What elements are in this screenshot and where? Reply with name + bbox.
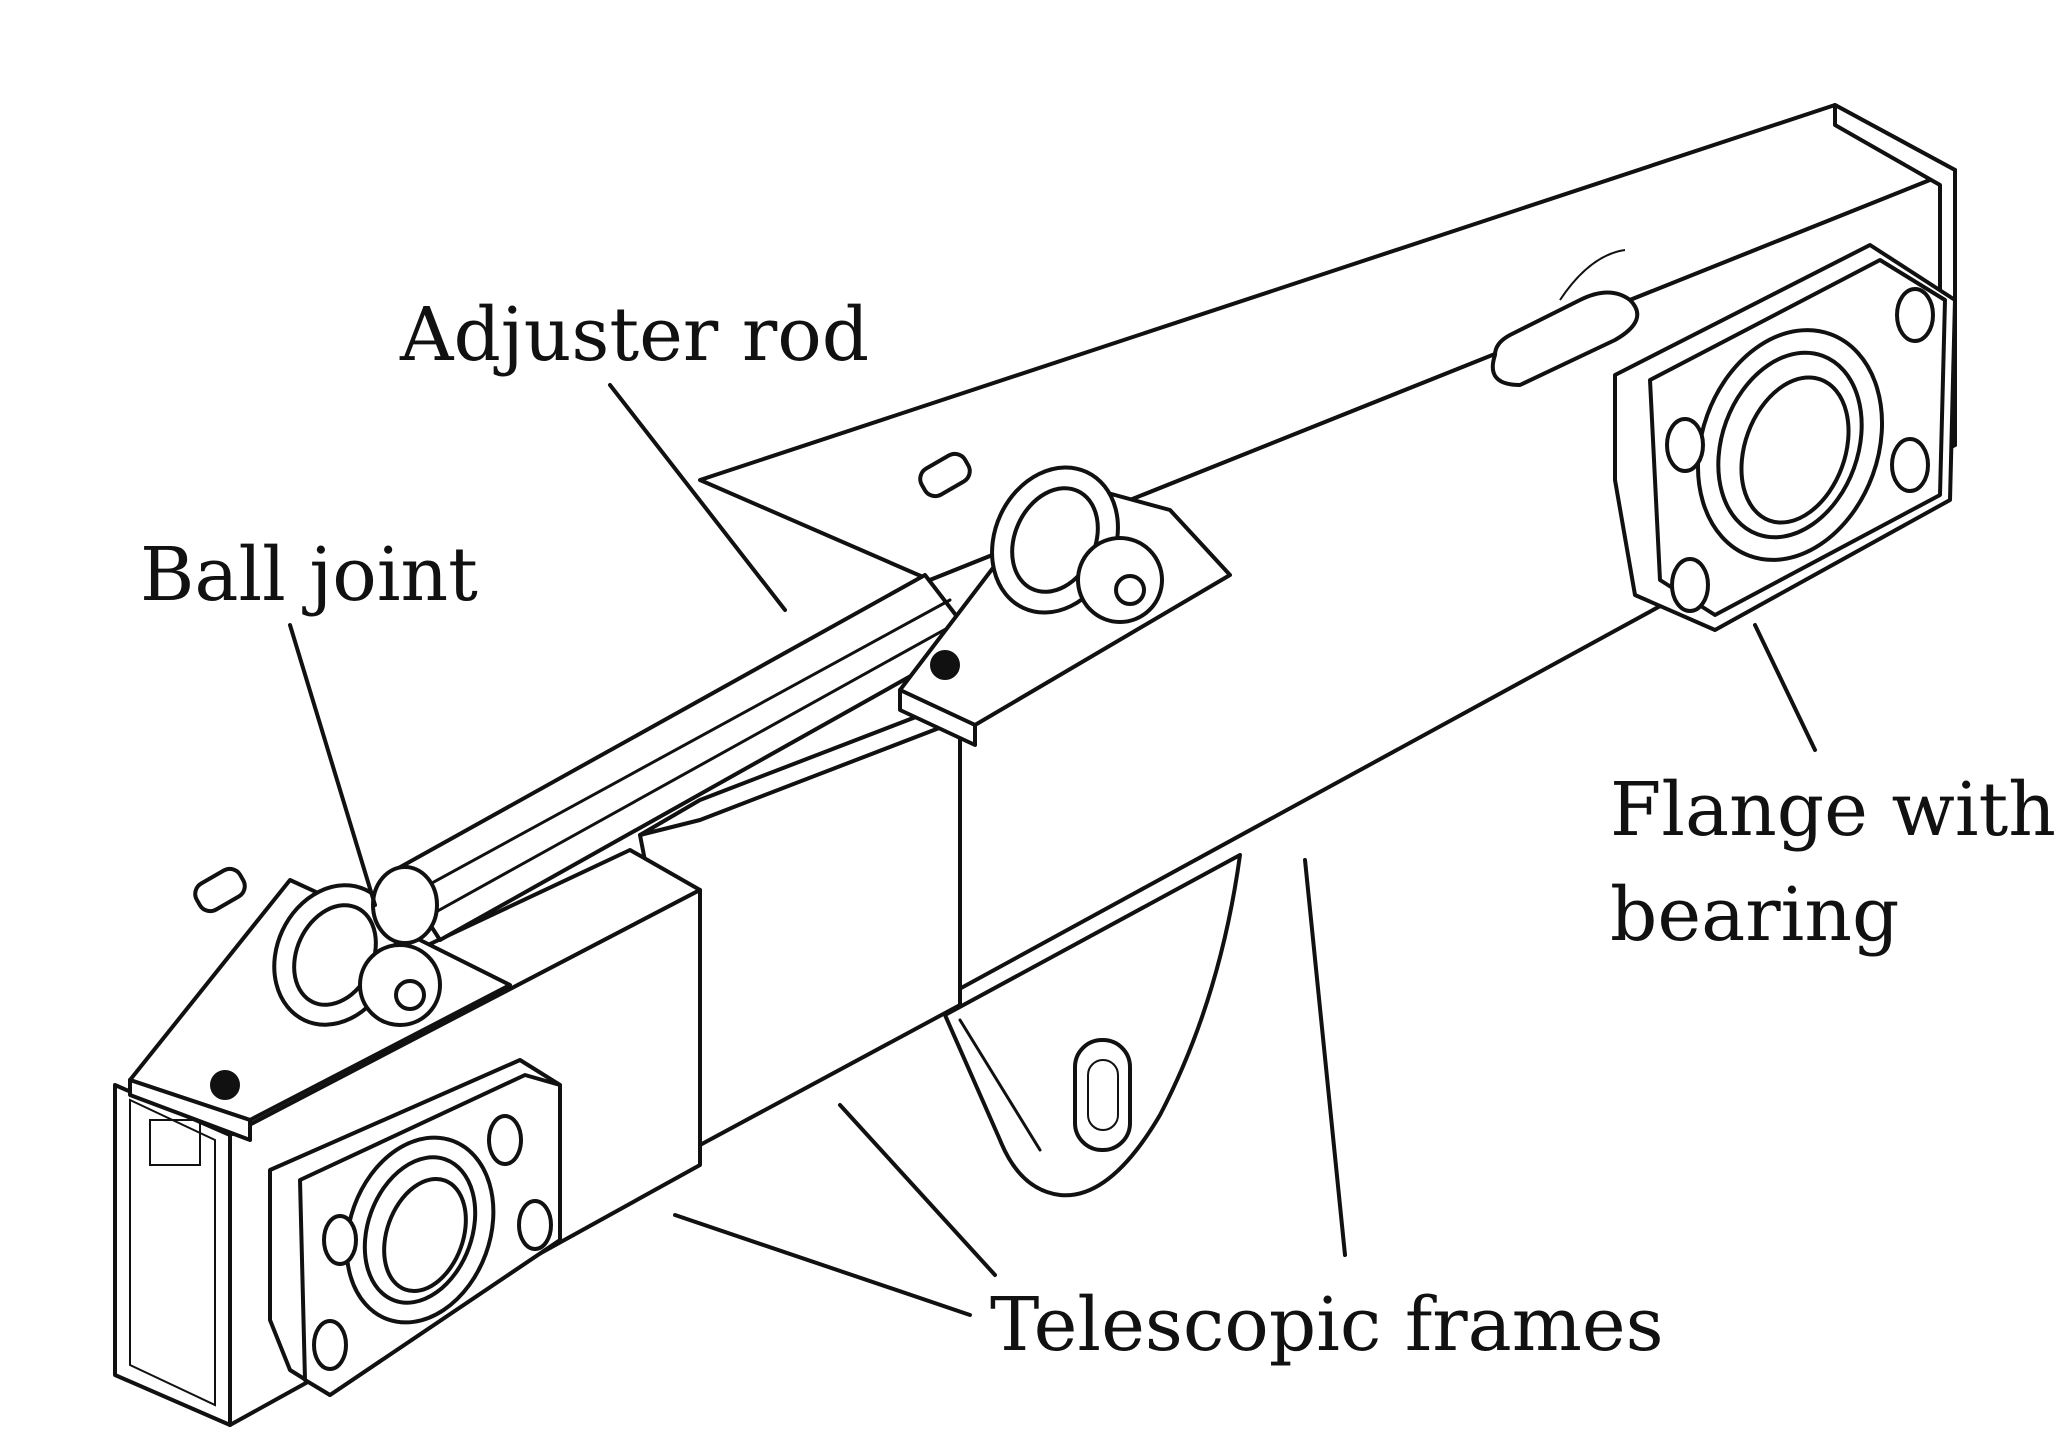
telescopic-leader-2 <box>838 1103 997 1277</box>
flange-label-line2: bearing <box>1610 872 1899 958</box>
telescopic-frames-label: Telescopic frames <box>990 1282 1664 1368</box>
right-flange <box>1613 243 1957 632</box>
right-ball-joint <box>918 451 1164 624</box>
ball-joint-leader <box>288 623 377 907</box>
left-flange <box>268 1058 562 1397</box>
adjuster-rod-leader <box>608 383 787 612</box>
telescopic-leader-3 <box>1303 858 1347 1257</box>
left-ball-joint <box>193 866 442 1027</box>
flange-leader <box>1753 623 1817 752</box>
adjuster-rod-label: Adjuster rod <box>399 292 869 378</box>
flange-label-line1: Flange with <box>1610 767 2056 853</box>
mounting-lug <box>943 853 1242 1198</box>
telescopic-leader-1 <box>673 1213 972 1317</box>
ball-joint-label: Ball joint <box>140 532 478 618</box>
